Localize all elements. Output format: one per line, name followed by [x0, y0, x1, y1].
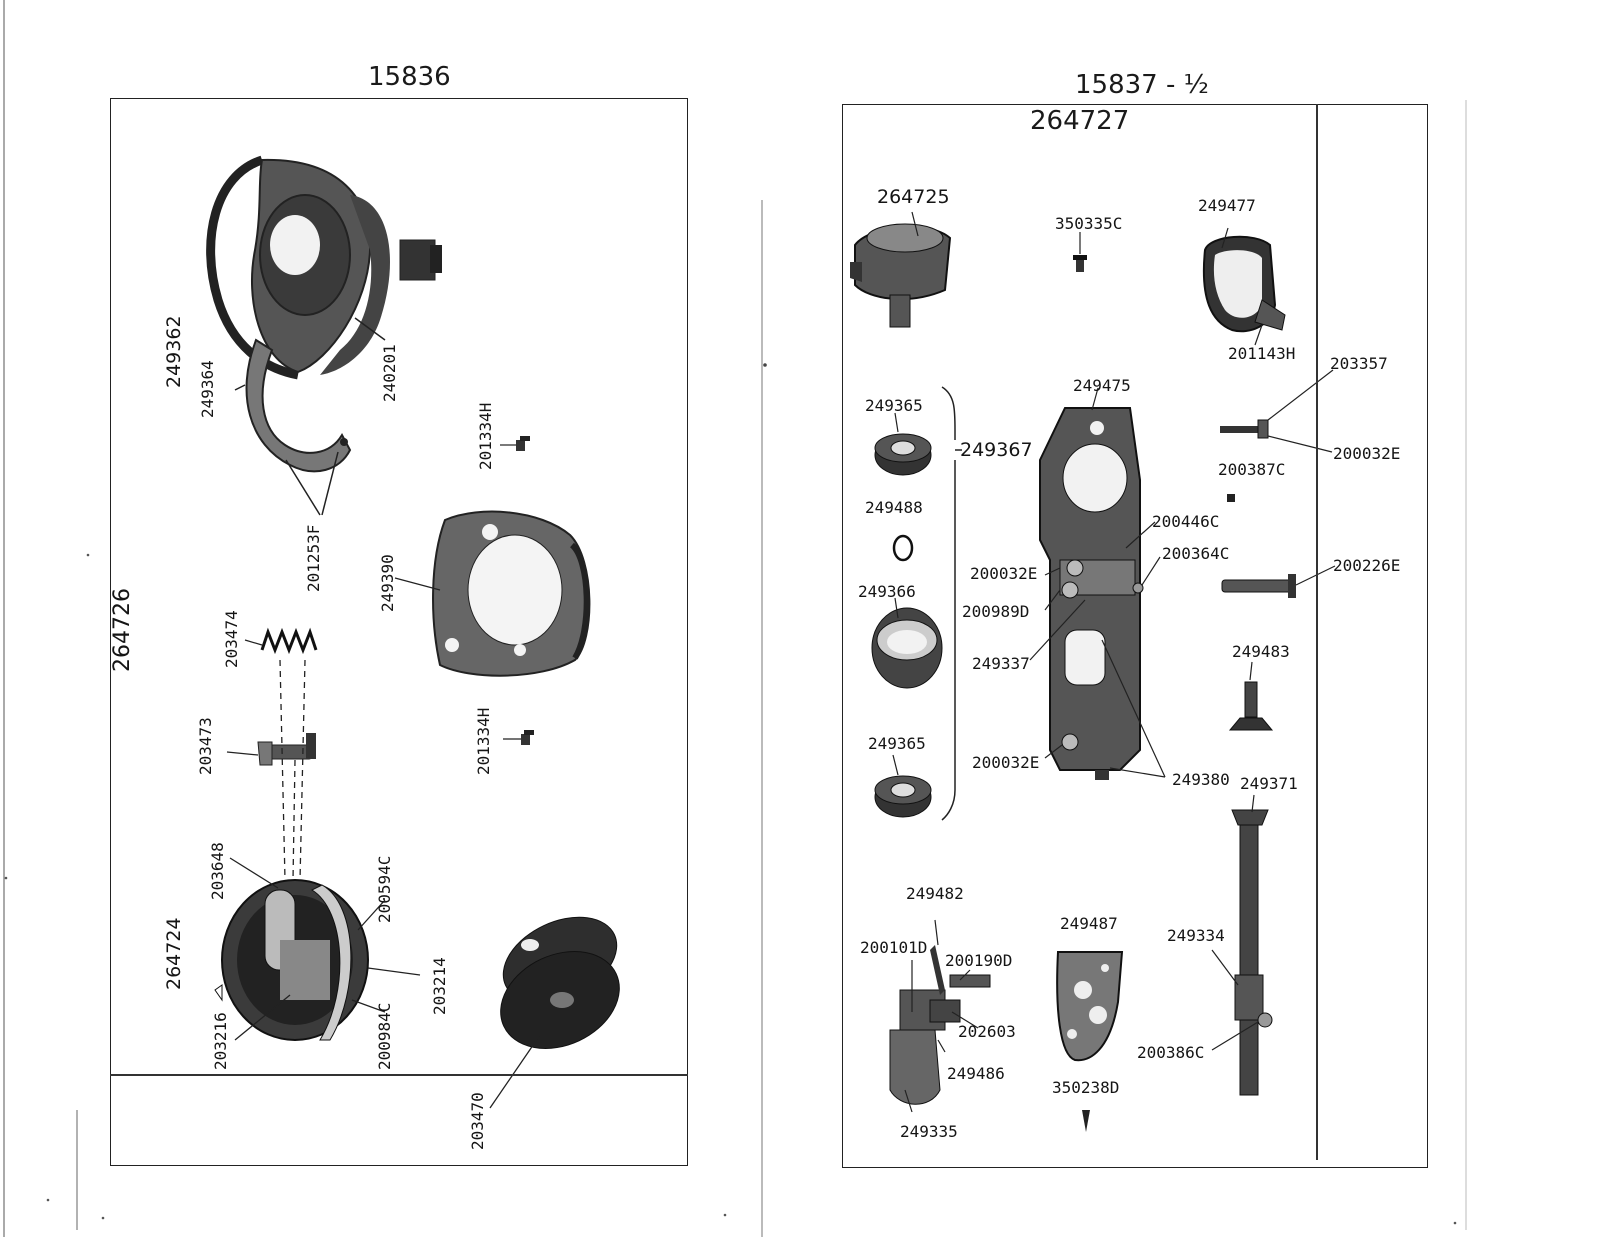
- hook-assembly-drawing: [850, 211, 952, 328]
- screw-drawing: [500, 436, 530, 451]
- part-label: 200226E: [1333, 556, 1401, 575]
- part-label: 249380: [1172, 770, 1230, 789]
- thread-guide-drawing: [1202, 227, 1286, 346]
- bushing-drawing: [871, 597, 943, 689]
- part-label: 249334: [1167, 926, 1225, 945]
- part-label: 203470: [468, 1092, 487, 1150]
- retaining-ring-drawing: [892, 534, 914, 562]
- part-label: 249366: [858, 582, 916, 601]
- part-label: 200387C: [1218, 460, 1286, 479]
- part-label: 200386C: [1137, 1043, 1205, 1062]
- take-up-assembly-drawing: [889, 919, 991, 1113]
- screw-drawing: [1227, 494, 1235, 502]
- latch-drawing: [226, 733, 316, 766]
- part-label: 249487: [1060, 914, 1118, 933]
- part-label: 200594C: [375, 855, 394, 923]
- part-label: 249362: [163, 315, 185, 388]
- part-label: 249488: [865, 498, 923, 517]
- part-label: 249365: [865, 396, 923, 415]
- left-panel-divider: [110, 1074, 688, 1076]
- part-label: 249367: [960, 439, 1033, 461]
- part-label: 249335: [900, 1122, 958, 1141]
- part-label: 200989D: [962, 602, 1030, 621]
- left-plate-number: 15836: [368, 62, 451, 92]
- position-plate-drawing: [394, 510, 591, 677]
- part-label: 350335C: [1055, 214, 1123, 233]
- part-label: 264724: [163, 917, 185, 990]
- part-label: 201334H: [476, 402, 495, 470]
- rotary-hook-drawing: [206, 155, 442, 516]
- right-panel-divider: [1316, 104, 1318, 1160]
- pin-drawing: [1221, 565, 1336, 598]
- part-label: 203648: [208, 842, 227, 900]
- bracket-drawing: [941, 386, 956, 821]
- part-label: 249486: [947, 1064, 1005, 1083]
- hook-frame-drawing: [1029, 387, 1166, 780]
- right-assembly-number: 264727: [1030, 106, 1130, 136]
- part-label: 249364: [198, 360, 217, 418]
- part-label: 201334H: [474, 707, 493, 775]
- part-label: 202603: [958, 1022, 1016, 1041]
- screw-drawing: [503, 730, 534, 745]
- bobbin-drawing: [489, 916, 620, 1109]
- part-label: 249337: [972, 654, 1030, 673]
- part-label: 200190D: [945, 951, 1013, 970]
- part-label: 200364C: [1162, 544, 1230, 563]
- part-label: 249477: [1198, 196, 1256, 215]
- part-label: 249483: [1232, 642, 1290, 661]
- ball-bearing-drawing: [874, 754, 932, 818]
- part-label: 264725: [877, 186, 950, 208]
- right-plate-number: 15837 - ½: [1075, 70, 1209, 100]
- screw-drawing: [1073, 232, 1087, 272]
- part-label: 200032E: [972, 753, 1040, 772]
- part-label: 203216: [211, 1012, 230, 1070]
- part-label: 203474: [222, 610, 241, 668]
- screw-drawing: [1082, 1110, 1090, 1132]
- part-label: 201143H: [1228, 344, 1296, 363]
- part-label: 249390: [378, 554, 397, 612]
- left-panel-frame: [110, 98, 688, 1166]
- hook-shaft-drawing: [1211, 794, 1273, 1096]
- part-label: 249365: [868, 734, 926, 753]
- part-label: 203357: [1330, 354, 1388, 373]
- left-assembly-number: 264726: [110, 588, 135, 672]
- right-panel-frame: [842, 104, 1428, 1168]
- part-label: 249482: [906, 884, 964, 903]
- scan-specks: [4, 363, 1457, 1225]
- bevel-gear-drawing: [1228, 661, 1274, 731]
- part-label: 350238D: [1052, 1078, 1120, 1097]
- bobbin-case-drawing: [214, 857, 421, 1041]
- part-label: 249371: [1240, 774, 1298, 793]
- part-label: 200032E: [1333, 444, 1401, 463]
- screw-drawing: [1220, 369, 1334, 453]
- bracket-plate-drawing: [1056, 951, 1124, 1062]
- part-label: 249475: [1073, 376, 1131, 395]
- part-label: 200446C: [1152, 512, 1220, 531]
- part-label: 203214: [430, 957, 449, 1015]
- part-label: 200101D: [860, 938, 928, 957]
- spring-drawing: [244, 627, 318, 655]
- part-label: 240201: [380, 344, 399, 402]
- part-label: 200032E: [970, 564, 1038, 583]
- part-label: 201253F: [304, 524, 323, 592]
- ball-bearing-drawing: [874, 412, 932, 476]
- part-label: 203473: [196, 717, 215, 775]
- part-label: 200984C: [375, 1002, 394, 1070]
